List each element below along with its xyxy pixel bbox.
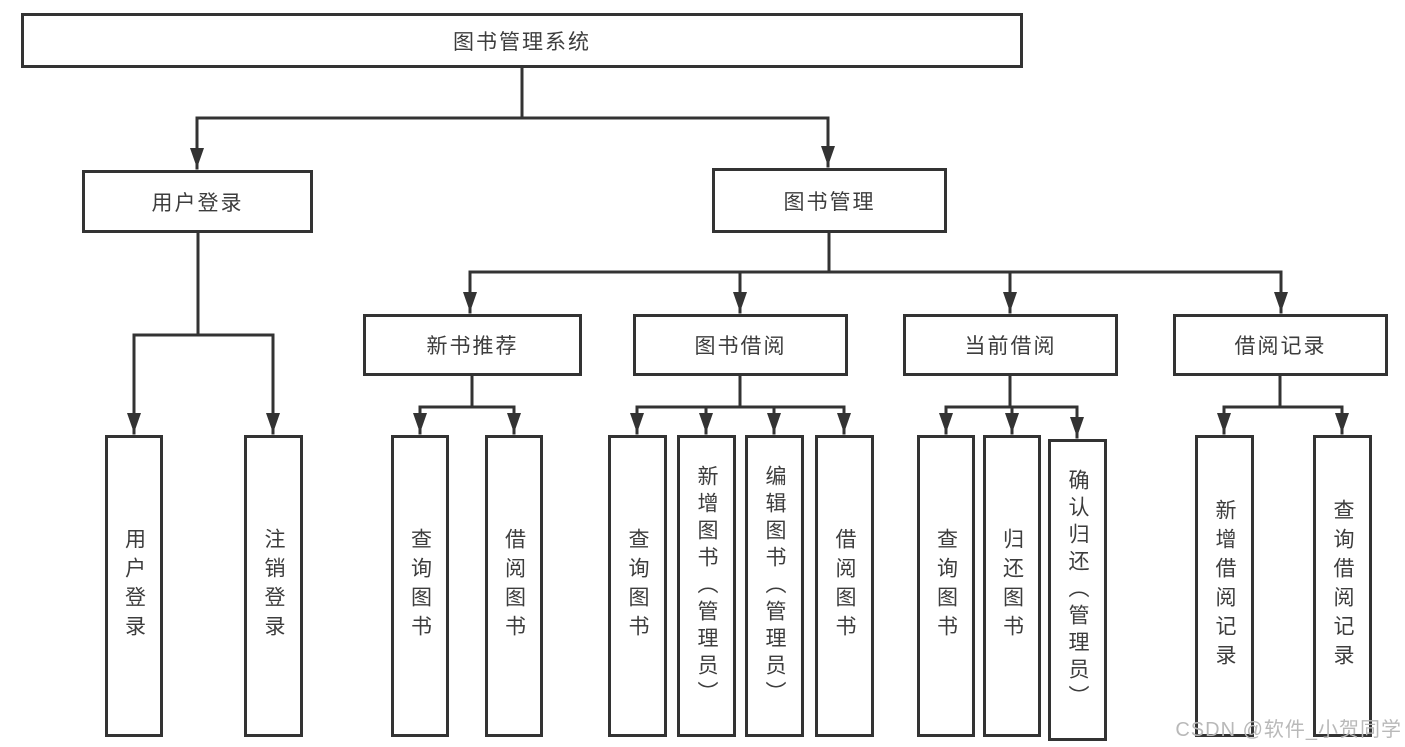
node-label: 借阅记录: [1234, 335, 1327, 358]
node-label: 用户登录: [151, 191, 244, 215]
node-root-system: 图书管理系统: [21, 13, 1023, 68]
node-label: 查询借阅记录: [1331, 499, 1354, 673]
node-leaf-borrow-books: 借阅图书: [815, 435, 874, 737]
node-label: 归还图书: [1000, 528, 1024, 644]
node-user-login-branch: 用户登录: [82, 170, 313, 233]
connector-borrow-records-children: [1217, 374, 1349, 435]
node-label: 查询图书: [934, 528, 958, 644]
node-leaf-edit-book-admin: 编辑图书（管理员）: [745, 435, 804, 737]
node-leaf-query-borrow-record: 查询借阅记录: [1313, 435, 1372, 737]
node-label: 借阅图书: [833, 528, 856, 644]
node-label: 图书管理系统: [453, 30, 591, 54]
node-leaf-query-books-current: 查询图书: [917, 435, 975, 737]
node-label: 确认归还（管理员）: [1066, 468, 1089, 712]
node-label: 注销登录: [262, 528, 285, 644]
connector-root-to-level2: [190, 66, 835, 170]
node-label: 查询图书: [408, 528, 432, 644]
node-label: 借阅图书: [502, 528, 526, 644]
node-leaf-confirm-return-admin: 确认归还（管理员）: [1048, 439, 1107, 741]
node-label: 新增借阅记录: [1213, 499, 1236, 673]
node-current-borrow: 当前借阅: [903, 314, 1118, 376]
node-book-management-branch: 图书管理: [712, 168, 947, 233]
node-label: 查询图书: [626, 528, 649, 644]
connector-user-login-children: [127, 231, 280, 435]
node-borrow-records: 借阅记录: [1173, 314, 1388, 376]
node-label: 编辑图书（管理员）: [763, 464, 786, 708]
node-label: 图书借阅: [694, 335, 787, 358]
connector-new-book-children: [413, 374, 521, 435]
connector-current-borrow-children: [939, 374, 1084, 439]
node-leaf-logout: 注销登录: [244, 435, 303, 737]
node-leaf-query-books-borrow: 查询图书: [608, 435, 667, 737]
node-leaf-add-borrow-record: 新增借阅记录: [1195, 435, 1254, 737]
csdn-watermark: CSDN @软件_小贺同学: [1175, 719, 1402, 741]
node-label: 当前借阅: [964, 335, 1057, 358]
node-leaf-query-books-recommend: 查询图书: [391, 435, 449, 737]
node-label: 图书管理: [783, 190, 876, 214]
connector-book-management-children: [463, 231, 1288, 314]
node-book-borrow: 图书借阅: [633, 314, 848, 376]
node-leaf-user-login: 用户登录: [105, 435, 163, 737]
node-leaf-return-books: 归还图书: [983, 435, 1041, 737]
node-label: 新书推荐: [426, 335, 519, 358]
node-label: 用户登录: [122, 528, 146, 644]
connector-book-borrow-children: [630, 374, 851, 435]
node-new-book-recommend: 新书推荐: [363, 314, 582, 376]
node-leaf-borrow-books-recommend: 借阅图书: [485, 435, 543, 737]
node-leaf-add-book-admin: 新增图书（管理员）: [677, 435, 736, 737]
node-label: 新增图书（管理员）: [695, 464, 718, 708]
